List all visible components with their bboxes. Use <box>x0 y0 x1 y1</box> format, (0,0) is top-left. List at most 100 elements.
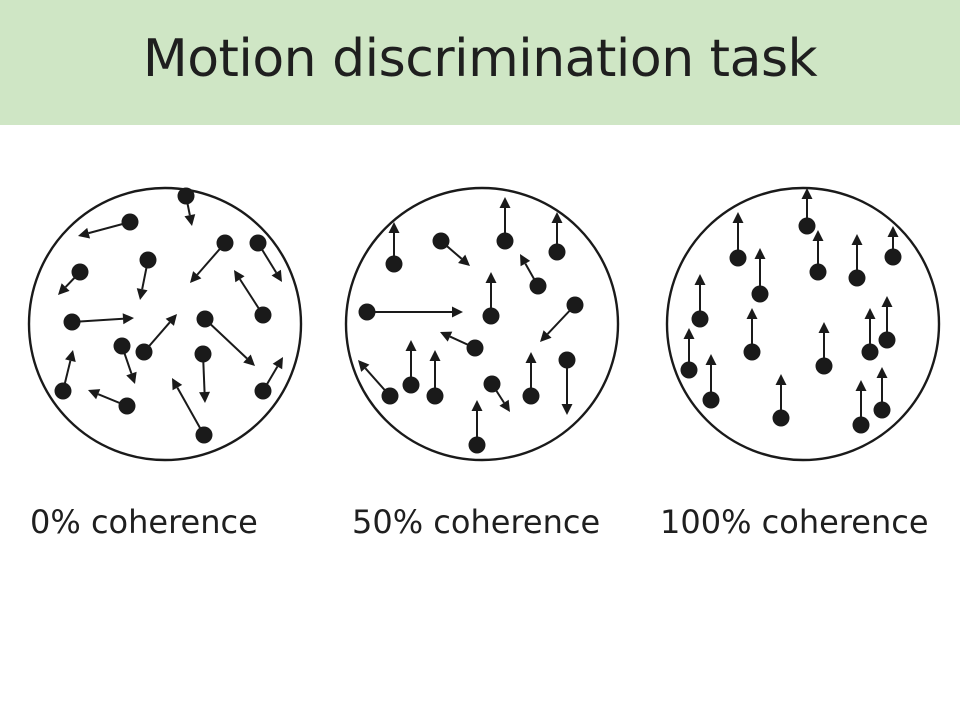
moving-dot <box>402 340 420 394</box>
motion-arrow-head <box>271 269 282 282</box>
dot <box>529 277 547 295</box>
moving-dot <box>426 350 444 405</box>
moving-dot <box>385 222 403 273</box>
moving-dot <box>729 212 747 267</box>
label-100-coherence: 100% coherence <box>660 503 929 541</box>
dot <box>483 375 501 393</box>
dot <box>195 426 213 444</box>
motion-arrow-head <box>485 272 497 283</box>
moving-dot <box>254 357 283 400</box>
dot <box>63 313 81 331</box>
moving-dot <box>884 226 902 266</box>
motion-arrow-head <box>190 271 202 283</box>
moving-dot <box>358 360 399 405</box>
motion-arrow-head <box>887 226 899 237</box>
dot <box>798 217 816 235</box>
moving-dot <box>548 212 566 261</box>
dot <box>139 251 157 269</box>
coherence-panel-0 <box>27 186 303 462</box>
motion-arrow-head <box>801 188 813 199</box>
motion-arrow-head <box>746 308 758 319</box>
dot <box>216 234 234 252</box>
motion-arrow-head <box>864 308 876 319</box>
dot <box>743 343 761 361</box>
dot <box>432 232 450 250</box>
motion-arrow-head <box>272 357 283 370</box>
dot <box>691 310 709 328</box>
moving-dot <box>691 274 709 328</box>
moving-dot <box>177 187 196 226</box>
motion-arrow-head <box>732 212 744 223</box>
motion-arrow-head <box>88 389 101 400</box>
dot <box>522 387 540 405</box>
motion-arrow-head <box>243 354 255 366</box>
dot <box>121 213 139 231</box>
dot <box>249 234 267 252</box>
title-banner <box>0 0 960 125</box>
dot <box>381 387 399 405</box>
moving-dot <box>772 374 790 427</box>
moving-dot <box>483 375 510 412</box>
dot-group-0 <box>54 187 283 444</box>
dot <box>702 391 720 409</box>
motion-arrow-head <box>78 227 91 239</box>
moving-dot <box>520 254 547 295</box>
moving-dot <box>540 296 584 342</box>
motion-arrow-head <box>184 214 196 226</box>
dot <box>482 307 500 325</box>
motion-arrow-head <box>358 360 370 372</box>
motion-arrow-head <box>876 367 888 378</box>
dot <box>815 357 833 375</box>
motion-arrow-head <box>881 296 893 307</box>
motion-arrow-head <box>694 274 706 285</box>
moving-dot <box>135 314 177 361</box>
dot <box>254 306 272 324</box>
label-0-coherence: 0% coherence <box>30 503 258 541</box>
coherence-panel-100 <box>665 186 941 462</box>
moving-dot <box>196 310 255 366</box>
dot <box>496 232 514 250</box>
moving-dot <box>468 400 486 454</box>
motion-arrow-head <box>452 306 463 318</box>
dot <box>680 361 698 379</box>
motion-arrow-head <box>855 380 867 391</box>
motion-arrow-head <box>126 371 137 384</box>
motion-arrow-head <box>172 378 183 391</box>
moving-dot <box>702 354 720 409</box>
moving-dot <box>249 234 282 282</box>
moving-dot <box>432 232 470 266</box>
motion-arrow-head <box>705 354 717 365</box>
moving-dot <box>815 322 833 375</box>
moving-dot <box>58 263 89 295</box>
motion-arrow-shaft <box>71 317 124 323</box>
motion-arrow-head <box>499 197 511 208</box>
motion-arrow-head <box>851 234 863 245</box>
moving-dot <box>113 337 137 384</box>
aperture-circle <box>665 186 941 462</box>
dot <box>566 296 584 314</box>
dot <box>402 376 420 394</box>
moving-dot <box>861 308 879 361</box>
dot <box>468 436 486 454</box>
motion-arrow-head <box>561 404 573 415</box>
slide-title: Motion discrimination task <box>142 29 818 89</box>
moving-dot <box>680 328 698 379</box>
moving-dot <box>852 380 870 434</box>
dot <box>861 343 879 361</box>
dot <box>884 248 902 266</box>
dot-field-0 <box>27 186 303 462</box>
dot <box>358 303 376 321</box>
dot <box>71 263 89 281</box>
moving-dot <box>809 230 827 281</box>
dot <box>426 387 444 405</box>
moving-dot <box>558 351 576 415</box>
moving-dot <box>358 303 463 321</box>
motion-arrow-head <box>440 331 453 342</box>
dot <box>385 255 403 273</box>
moving-dot <box>496 197 514 250</box>
moving-dot <box>482 272 500 325</box>
motion-arrow-head <box>165 314 177 326</box>
motion-arrow-head <box>122 313 134 325</box>
moving-dot <box>194 345 212 403</box>
moving-dot <box>136 251 157 300</box>
